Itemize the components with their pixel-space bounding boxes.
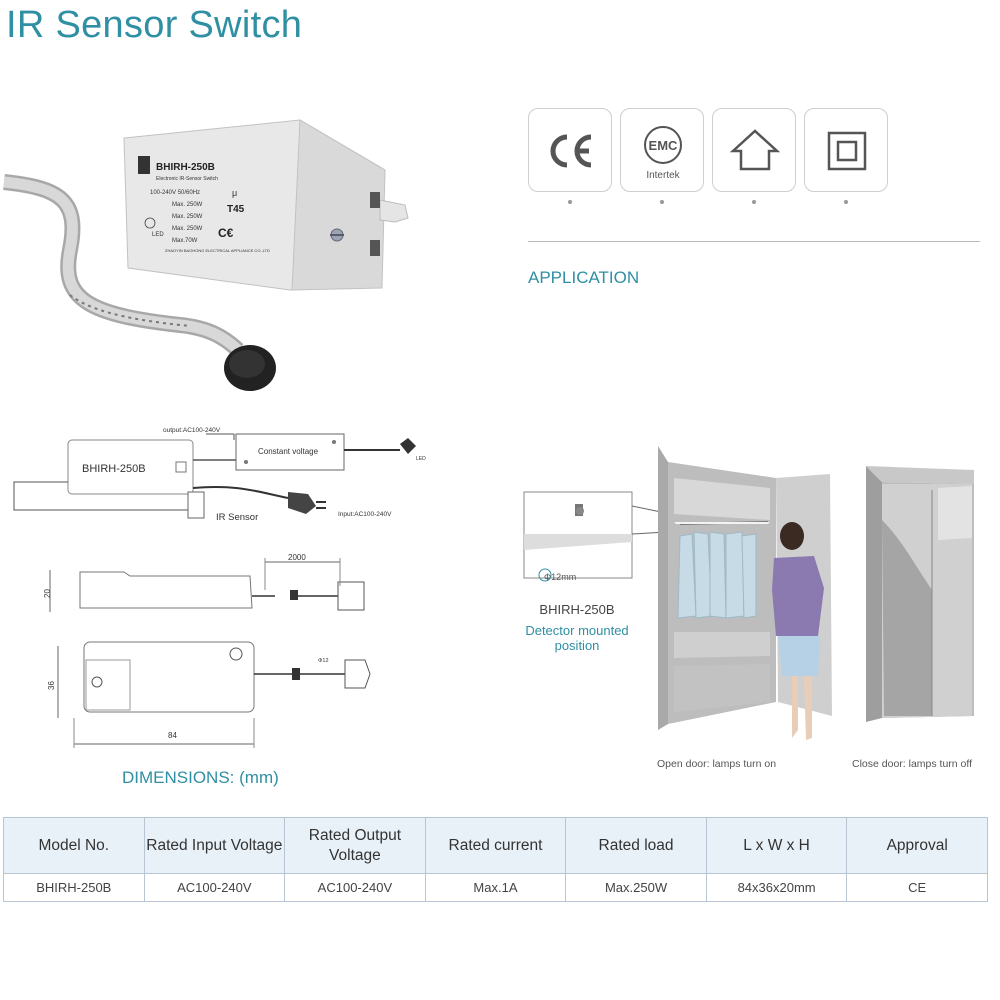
close-door-caption: Close door: lamps turn off bbox=[852, 758, 973, 770]
cell-output-voltage: AC100-240V bbox=[284, 873, 426, 902]
page-title: IR Sensor Switch bbox=[6, 4, 303, 46]
detector-diameter: Φ12mm bbox=[544, 572, 576, 582]
emc-intertek-icon: EMC Intertek bbox=[620, 108, 704, 192]
table-header-row: Model No. Rated Input Voltage Rated Outp… bbox=[3, 817, 988, 874]
svg-text:C€: C€ bbox=[218, 226, 234, 240]
open-door-caption: Open door: lamps turn on bbox=[657, 758, 777, 770]
label-load-2: Max. 250W bbox=[172, 214, 203, 220]
sensor-label: IR Sensor bbox=[216, 512, 258, 523]
led-label: LED bbox=[416, 456, 426, 462]
application-heading: APPLICATION bbox=[528, 268, 640, 287]
cell-rated-current: Max.1A bbox=[424, 873, 567, 902]
label-voltage: 100-240V 50/60Hz bbox=[150, 190, 200, 196]
dimension-drawings: 20 2000 36 Φ12 84 bbox=[43, 553, 371, 748]
dim-height: 20 bbox=[43, 589, 52, 598]
double-insulation-icon bbox=[804, 108, 888, 192]
label-model: BHIRH-250B bbox=[156, 162, 215, 173]
col-output-voltage: Rated Output Voltage bbox=[284, 817, 426, 874]
detector-model-caption: BHIRH-250B bbox=[539, 602, 615, 617]
product-photo: BHIRH-250B Electronic IR-Sensor Switch 1… bbox=[3, 119, 409, 391]
divider bbox=[528, 241, 980, 242]
driver-label: Constant voltage bbox=[258, 447, 319, 456]
certification-badges: EMC Intertek bbox=[528, 108, 898, 208]
col-dimensions: L x W x H bbox=[705, 817, 848, 874]
col-model: Model No. bbox=[3, 817, 145, 874]
label-manufacturer: ZHAOYIN BAOHONG ELECTRICAL APPLIANCE CO.… bbox=[165, 248, 270, 253]
input-label: Input:AC100-240V bbox=[338, 511, 392, 518]
label-load-1: Max. 250W bbox=[172, 202, 203, 208]
label-mu: μ bbox=[232, 188, 237, 198]
switch-label: BHIRH-250B bbox=[82, 463, 146, 475]
wardrobe-open-illustration: Φ12mm bbox=[523, 446, 832, 740]
col-approval: Approval bbox=[846, 817, 988, 874]
label-subtitle: Electronic IR-Sensor Switch bbox=[156, 176, 218, 182]
dim-length: 84 bbox=[168, 731, 177, 740]
label-temp: T45 bbox=[227, 204, 245, 215]
house-icon bbox=[712, 108, 796, 192]
cell-approval: CE bbox=[846, 873, 988, 902]
ce-mark-icon bbox=[528, 108, 612, 192]
label-load-4: Max.70W bbox=[172, 238, 198, 244]
label-led: LED bbox=[152, 232, 164, 238]
col-rated-current: Rated current bbox=[424, 817, 567, 874]
dimensions-heading: DIMENSIONS: (mm) bbox=[122, 768, 279, 787]
spec-table: Model No. Rated Input Voltage Rated Outp… bbox=[3, 817, 988, 902]
table-row: BHIRH-250B AC100-240V AC100-240V Max.1A … bbox=[3, 873, 988, 902]
cell-dimensions: 84x36x20mm bbox=[705, 873, 848, 902]
detector-position-caption: Detector mounted position bbox=[525, 623, 629, 653]
dim-width: 36 bbox=[47, 681, 56, 690]
wiring-diagram: output:AC100-240V BHIRH-250B Constant vo… bbox=[13, 427, 426, 523]
col-input-voltage: Rated Input Voltage bbox=[143, 817, 286, 874]
emc-text: EMC bbox=[649, 138, 679, 153]
cell-input-voltage: AC100-240V bbox=[143, 873, 286, 902]
cell-rated-load: Max.250W bbox=[565, 873, 707, 902]
cell-model: BHIRH-250B bbox=[3, 873, 145, 902]
dim-sensor-diameter: Φ12 bbox=[318, 658, 329, 664]
dim-cable: 2000 bbox=[288, 553, 306, 562]
output-label: output:AC100-240V bbox=[163, 427, 221, 434]
label-load-3: Max. 250W bbox=[172, 226, 203, 232]
intertek-text: Intertek bbox=[646, 170, 680, 181]
col-rated-load: Rated load bbox=[565, 817, 707, 874]
wardrobe-closed-illustration bbox=[866, 466, 974, 722]
